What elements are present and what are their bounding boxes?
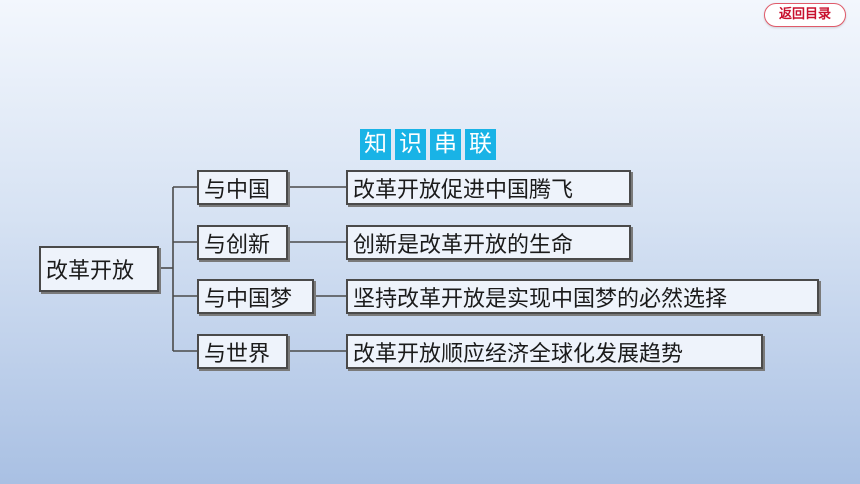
branch-node: 与中国 [197, 170, 288, 205]
title-char: 联 [465, 129, 496, 160]
title-char: 知 [360, 129, 391, 160]
root-node: 改革开放 [39, 246, 159, 292]
branch-node: 与中国梦 [197, 279, 314, 314]
detail-node: 坚持改革开放是实现中国梦的必然选择 [346, 279, 819, 314]
detail-node: 改革开放顺应经济全球化发展趋势 [346, 334, 763, 369]
title-char: 串 [430, 129, 461, 160]
detail-node: 创新是改革开放的生命 [346, 225, 631, 260]
title-char: 识 [395, 129, 426, 160]
detail-node: 改革开放促进中国腾飞 [346, 170, 631, 205]
diagram-title: 知 识 串 联 [360, 129, 496, 160]
branch-node: 与世界 [197, 334, 288, 369]
branch-node: 与创新 [197, 225, 288, 260]
return-to-contents-button[interactable]: 返回目录 [764, 3, 846, 27]
